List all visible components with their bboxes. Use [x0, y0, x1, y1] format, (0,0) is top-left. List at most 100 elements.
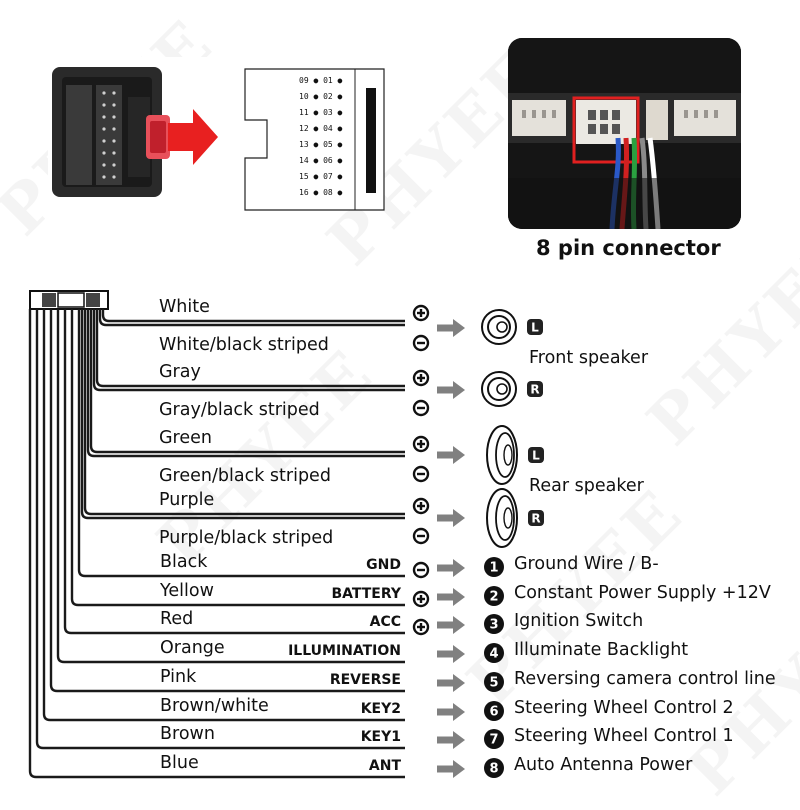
pin-dot: ●	[332, 140, 343, 149]
pin-number: 13	[299, 140, 309, 149]
negative-terminal-icon	[412, 465, 430, 483]
wire-color-label: Yellow	[160, 581, 214, 601]
channel-badge: L	[528, 447, 544, 463]
pin-dot: ●	[332, 76, 343, 85]
wire-tag-label: GND	[366, 557, 401, 573]
wire-color-label: Brown	[160, 724, 215, 744]
arrow-icon	[437, 509, 465, 527]
front-speaker-label: Front speaker	[529, 348, 649, 368]
pinout-row: 09 ● 01 ●	[299, 73, 342, 89]
pin-dot: ●	[308, 156, 324, 165]
pin-number: 12	[299, 124, 309, 133]
pin-number: 15	[299, 172, 309, 181]
wire-tag-label: ACC	[369, 614, 401, 630]
pin-dot: ●	[332, 172, 343, 181]
positive-terminal-icon	[412, 497, 430, 515]
pin-dot: ●	[308, 140, 324, 149]
function-wire	[56, 309, 405, 664]
negative-terminal-icon	[412, 561, 430, 579]
pin-dot: ●	[308, 76, 324, 85]
speaker-wire-label: Purple/black striped	[159, 528, 334, 548]
arrow-icon	[437, 319, 465, 337]
channel-letter: L	[532, 449, 540, 463]
wire-tag-label: BATTERY	[331, 586, 401, 602]
speaker-wire	[95, 309, 405, 388]
pin-dot: ●	[308, 92, 324, 101]
pinout-row: 15 ● 07 ●	[299, 169, 342, 185]
channel-letter: R	[530, 383, 539, 397]
harness-plug	[29, 290, 109, 310]
function-wire	[70, 309, 405, 607]
pinout-row: 12 ● 04 ●	[299, 121, 342, 137]
pin-number: 04	[323, 124, 333, 133]
speaker-wire	[80, 309, 405, 520]
function-number: 3	[489, 618, 498, 633]
number-badge-icon: 4	[484, 643, 504, 663]
speaker-wire	[89, 309, 405, 454]
pin-dot: ●	[308, 188, 324, 197]
arrow-icon	[437, 645, 465, 663]
function-number: 1	[489, 561, 498, 576]
rear-speaker-label: Rear speaker	[529, 476, 644, 496]
speaker-wire	[98, 309, 405, 327]
pin-number: 01	[323, 76, 333, 85]
wire-color-label: Blue	[160, 753, 199, 773]
function-number: 2	[489, 590, 498, 605]
negative-terminal-icon	[412, 527, 430, 545]
positive-terminal-icon	[412, 435, 430, 453]
arrow-icon	[437, 703, 465, 721]
pin-number: 02	[323, 92, 333, 101]
function-wire	[28, 309, 405, 779]
channel-badge: R	[527, 381, 543, 397]
speaker-wire-label: White	[159, 297, 210, 317]
pin-dot: ●	[332, 188, 343, 197]
function-number: 6	[489, 705, 498, 720]
speaker-wire-label: Purple	[159, 490, 215, 510]
wire-tag-label: KEY2	[360, 701, 401, 717]
function-wire	[42, 309, 405, 722]
channel-badge: R	[528, 510, 544, 526]
function-label: Reversing camera control line	[514, 669, 776, 689]
speaker-wire	[101, 309, 405, 323]
function-wire	[63, 309, 405, 635]
wire-tag-label: REVERSE	[329, 672, 401, 688]
arrow-icon	[437, 588, 465, 606]
woofer-speaker-icon	[486, 488, 518, 548]
number-badge-icon: 2	[484, 586, 504, 606]
number-badge-icon: 3	[484, 614, 504, 634]
speaker-wire-label: Gray	[159, 362, 201, 382]
function-wire	[35, 309, 405, 750]
pin-number: 05	[323, 140, 333, 149]
pin-dot: ●	[308, 172, 324, 181]
arrow-icon	[437, 446, 465, 464]
speaker-wire	[83, 309, 405, 516]
negative-terminal-icon	[412, 399, 430, 417]
pin-number: 11	[299, 108, 309, 117]
function-label: Steering Wheel Control 1	[514, 726, 734, 746]
pinout-row: 10 ● 02 ●	[299, 89, 342, 105]
wire-tag-label: ILLUMINATION	[288, 643, 401, 659]
speaker-wire-label: Green/black striped	[159, 466, 331, 486]
wire-color-label: Black	[160, 552, 208, 572]
woofer-speaker-icon	[486, 425, 518, 485]
pin-number-list: 09 ● 01 ●10 ● 02 ●11 ● 03 ●12 ● 04 ●13 ●…	[299, 73, 342, 201]
wire-color-label: Pink	[160, 667, 197, 687]
number-badge-icon: 8	[484, 758, 504, 778]
wire-color-label: Red	[160, 609, 194, 629]
tweeter-speaker-icon	[481, 309, 517, 345]
arrow-icon	[437, 760, 465, 778]
speaker-wire-label: White/black striped	[159, 335, 329, 355]
pin-number: 14	[299, 156, 309, 165]
wire-color-label: Brown/white	[160, 696, 269, 716]
arrow-icon	[437, 559, 465, 577]
pin-number: 08	[323, 188, 333, 197]
channel-badge: L	[527, 319, 543, 335]
function-label: Ground Wire / B-	[514, 554, 659, 574]
pin-number: 06	[323, 156, 333, 165]
arrow-icon	[437, 381, 465, 399]
function-number: 8	[489, 762, 498, 777]
pinout-row: 11 ● 03 ●	[299, 105, 342, 121]
wire-tag-label: KEY1	[360, 729, 401, 745]
tweeter-speaker-icon	[481, 371, 517, 407]
